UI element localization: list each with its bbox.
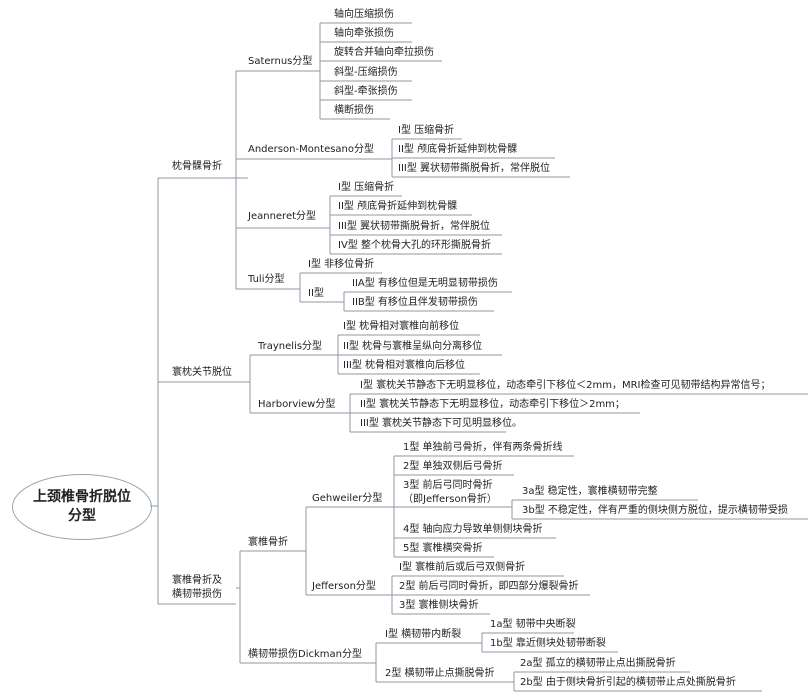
topic-occipital-condyle-fracture: 枕骨髁骨折: [172, 161, 222, 172]
dickman-item-2a: 2a型 孤立的横韧带止点出撕脱骨折: [520, 658, 676, 669]
harborview-item-3: III型 寰枕关节静态下可见明显移位。: [360, 418, 523, 429]
gehweiler-item-4: 4型 轴向应力导致单侧侧块骨折: [403, 524, 543, 535]
traynelis-item-2: II型 枕骨与寰椎呈纵向分离移位: [343, 341, 483, 352]
tuli-item-2a: IIA型 有移位但是无明显韧带损伤: [352, 278, 498, 289]
topic-saternus: Saternus分型: [248, 56, 313, 67]
topic-jeanneret: Jeanneret分型: [248, 211, 317, 222]
saternus-item-6: 横断损伤: [334, 105, 374, 116]
root-topic: 上颈椎骨折脱位 分型: [12, 474, 152, 540]
topic-anderson-montesano: Anderson-Montesano分型: [248, 144, 375, 155]
traynelis-item-3: III型 枕骨相对寰椎向后移位: [343, 360, 466, 371]
topic-atlas-fracture-sub: 寰椎骨折: [248, 537, 288, 548]
jeanneret-item-3: III型 翼状韧带撕脱骨折，常伴脱位: [338, 221, 491, 232]
saternus-item-5: 斜型-牵张损伤: [334, 86, 398, 97]
gehweiler-item-5: 5型 寰椎横突骨折: [403, 543, 483, 554]
gehweiler-item-1: 1型 单独前弓骨折，伴有两条骨折线: [403, 442, 563, 453]
topic-harborview: Harborview分型: [258, 399, 336, 410]
saternus-item-4: 斜型-压缩损伤: [334, 67, 398, 78]
dickman-item-1: I型 横韧带内断裂: [385, 629, 462, 640]
dickman-item-2b: 2b型 由于侧块骨折引起的横韧带止点处撕脱骨折: [520, 677, 736, 688]
topic-atlanto-occipital-dislocation: 寰枕关节脱位: [172, 367, 232, 378]
traynelis-item-1: I型 枕骨相对寰椎向前移位: [343, 321, 460, 332]
gehweiler-item-3a: 3a型 稳定性，寰椎横韧带完整: [522, 486, 658, 497]
topic-atlas-fracture: 寰椎骨折及 横韧带损伤: [172, 575, 222, 600]
topic-tuli: Tuli分型: [248, 274, 285, 285]
anderson-item-3: III型 翼状韧带撕脱骨折，常伴脱位: [398, 163, 551, 174]
tuli-item-2: II型: [308, 288, 324, 299]
jefferson-item-3: 3型 寰椎侧块骨折: [399, 600, 479, 611]
topic-dickman: 横韧带损伤Dickman分型: [248, 649, 362, 660]
dickman-item-2: 2型 横韧带止点撕脱骨折: [385, 668, 495, 679]
dickman-item-1b: 1b型 靠近侧块处韧带断裂: [490, 638, 606, 649]
tuli-item-2b: IIB型 有移位且伴发韧带损伤: [352, 297, 478, 308]
gehweiler-item-3: 3型 前后弓同时骨折 （即Jefferson骨折）: [403, 480, 497, 505]
dickman-item-1a: 1a型 韧带中央断裂: [490, 619, 576, 630]
jeanneret-item-2: II型 颅底骨折延伸到枕骨髁: [338, 201, 458, 212]
topic-gehweiler: Gehweiler分型: [312, 493, 383, 504]
topic-traynelis: Traynelis分型: [258, 341, 323, 352]
gehweiler-item-3b: 3b型 不稳定性，伴有严重的侧块侧方脱位，提示横韧带受损: [522, 505, 788, 516]
saternus-item-3: 旋转合并轴向牵拉损伤: [334, 47, 434, 58]
gehweiler-item-2: 2型 单独双侧后弓骨折: [403, 461, 503, 472]
anderson-item-1: I型 压缩骨折: [398, 125, 455, 136]
jeanneret-item-1: I型 压缩骨折: [338, 182, 395, 193]
tuli-item-1: I型 非移位骨折: [308, 259, 375, 270]
jefferson-item-2: 2型 前后弓同时骨折，即四部分爆裂骨折: [399, 581, 579, 592]
saternus-item-1: 轴向压缩损伤: [334, 9, 394, 20]
anderson-item-2: II型 颅底骨折延伸到枕骨髁: [398, 144, 518, 155]
jefferson-item-1: I型 寰椎前后或后弓双侧骨折: [399, 562, 526, 573]
harborview-item-2: II型 寰枕关节静态下无明显移位，动态牵引下移位＞2mm；: [360, 399, 625, 410]
topic-jefferson: Jefferson分型: [312, 581, 376, 592]
saternus-item-2: 轴向牵张损伤: [334, 28, 394, 39]
harborview-item-1: I型 寰枕关节静态下无明显移位，动态牵引下移位＜2mm，MRI检查可见韧带结构异…: [360, 380, 771, 391]
jeanneret-item-4: IV型 整个枕骨大孔的环形撕脱骨折: [338, 240, 491, 251]
